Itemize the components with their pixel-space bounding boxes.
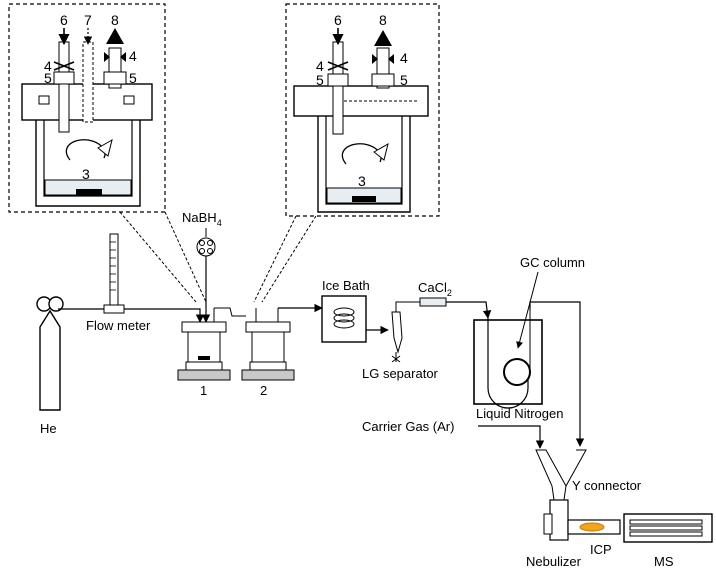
label-ms: MS bbox=[654, 554, 674, 569]
lg-separator bbox=[391, 311, 403, 363]
inset-left-border bbox=[8, 3, 166, 213]
label-reactor-1: 1 bbox=[200, 383, 207, 398]
stir-bar bbox=[76, 189, 102, 195]
label-port-8: 8 bbox=[111, 12, 119, 28]
ice-bath bbox=[321, 295, 367, 343]
reactor-vessel bbox=[317, 116, 411, 213]
tube-inlet bbox=[332, 41, 344, 135]
reactor-vessel bbox=[35, 120, 141, 207]
liquid-nitrogen-dewar bbox=[473, 310, 543, 409]
label-fitting-5b: 5 bbox=[400, 72, 408, 88]
label-valve-4b: 4 bbox=[400, 50, 408, 66]
arrow-out-icon bbox=[374, 30, 392, 46]
tube-inlet bbox=[58, 41, 70, 133]
mass-spectrometer bbox=[623, 513, 713, 543]
label-cacl2: CaCl2 bbox=[418, 280, 452, 298]
label-reactor-2: 2 bbox=[260, 383, 267, 398]
label-ice-bath: Ice Bath bbox=[322, 278, 370, 293]
label-port-7: 7 bbox=[84, 12, 92, 28]
label-fitting-5a: 5 bbox=[44, 70, 52, 86]
valve-icon bbox=[53, 61, 75, 71]
label-port-6: 6 bbox=[334, 12, 342, 28]
valve-icon bbox=[372, 54, 394, 64]
label-gc-column: GC column bbox=[520, 255, 585, 270]
stir-swirl-icon bbox=[65, 139, 106, 161]
label-port-6: 6 bbox=[60, 12, 68, 28]
reactor-1 bbox=[177, 308, 231, 381]
label-valve-4a: 4 bbox=[316, 58, 324, 74]
label-valve-4a: 4 bbox=[44, 58, 52, 74]
label-vessel-3: 3 bbox=[82, 166, 90, 182]
icp-torch bbox=[567, 519, 621, 535]
label-y-connector: Y connector bbox=[572, 478, 642, 493]
label-liquid-nitrogen: Liquid Nitrogen bbox=[476, 406, 563, 421]
valve-icon bbox=[327, 61, 349, 71]
frit bbox=[326, 187, 402, 204]
label-carrier-gas: Carrier Gas (Ar) bbox=[362, 419, 454, 434]
label-nabh4: NaBH4 bbox=[182, 210, 222, 228]
inset-right-border bbox=[285, 3, 440, 217]
label-lg-separator: LG separator bbox=[362, 366, 439, 381]
stir-swirl-icon bbox=[341, 143, 382, 165]
pump-icon bbox=[196, 237, 216, 257]
reactor-2 bbox=[241, 308, 295, 381]
label-fitting-5b: 5 bbox=[129, 70, 137, 86]
label-port-8: 8 bbox=[379, 12, 387, 28]
zoom-lines bbox=[119, 211, 317, 303]
helium-cylinder bbox=[36, 296, 64, 411]
stir-bar bbox=[352, 196, 376, 202]
tube-dashed bbox=[82, 41, 94, 123]
label-vessel-3: 3 bbox=[358, 173, 366, 189]
valve-icon bbox=[104, 52, 126, 62]
label-fitting-5a: 5 bbox=[316, 72, 324, 88]
y-connector bbox=[535, 449, 587, 501]
arrow-out-icon bbox=[106, 28, 124, 44]
inset-right: 6 8 4 4 5 5 3 bbox=[285, 3, 440, 217]
label-helium: He bbox=[40, 421, 57, 436]
nebulizer bbox=[543, 499, 569, 541]
label-valve-4b: 4 bbox=[129, 48, 137, 64]
label-icp: ICP bbox=[590, 542, 612, 557]
cacl2-trap bbox=[419, 297, 447, 307]
label-flow-meter: Flow meter bbox=[86, 318, 151, 333]
inset-left: 6 7 8 4 4 5 5 3 bbox=[8, 3, 166, 213]
label-nebulizer: Nebulizer bbox=[526, 554, 582, 569]
flow-meter bbox=[103, 233, 125, 314]
